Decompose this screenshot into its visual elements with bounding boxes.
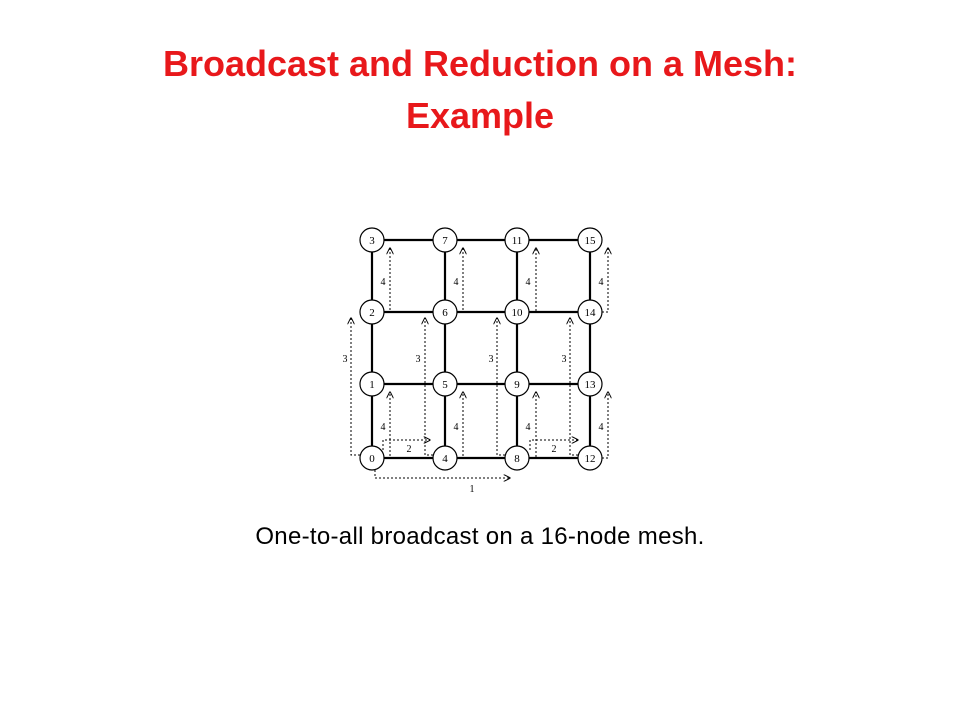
- step-label: 4: [381, 422, 386, 433]
- step4-arrow: [457, 392, 463, 459]
- step2-arrow: [529, 440, 578, 450]
- node-label: 2: [369, 307, 375, 319]
- node-label: 3: [369, 235, 375, 247]
- step-label: 2: [552, 444, 557, 455]
- node-label: 13: [585, 379, 597, 391]
- mesh-node: 14: [577, 299, 603, 325]
- figure-caption: One-to-all broadcast on a 16-node mesh.: [255, 523, 705, 550]
- title-line-2: Example: [405, 95, 555, 136]
- step-label: 4: [526, 422, 531, 433]
- mesh-broadcast-diagram: 1 2 2 3 3 3 3 4 4 4 4 4 4 4 4 3 7 11 15: [343, 227, 630, 495]
- step-label: 1: [470, 484, 475, 495]
- mesh-node: 4: [432, 445, 458, 471]
- node-label: 14: [585, 307, 597, 319]
- step-label: 3: [489, 354, 494, 365]
- mesh-node: 0: [359, 445, 385, 471]
- node-label: 9: [514, 379, 520, 391]
- slide-title: Broadcast and Reduction on a Mesh: Examp…: [0, 38, 960, 142]
- step-label: 4: [381, 277, 386, 288]
- step4-arrow: [602, 392, 608, 459]
- node-label: 1: [369, 379, 375, 391]
- mesh-node: 13: [577, 371, 603, 397]
- mesh-node: 11: [504, 227, 530, 253]
- node-label: 5: [442, 379, 448, 391]
- mesh-node: 12: [577, 445, 603, 471]
- mesh-node: 15: [577, 227, 603, 253]
- mesh-node: 9: [504, 371, 530, 397]
- step3-arrow: [497, 318, 505, 456]
- mesh-node: 10: [504, 299, 530, 325]
- mesh-node: 6: [432, 299, 458, 325]
- step3-arrow: [570, 318, 578, 456]
- node-label: 10: [512, 307, 524, 319]
- step4-arrow: [457, 248, 463, 313]
- step3-arrow: [425, 318, 433, 456]
- mesh-node: 8: [504, 445, 530, 471]
- step4-arrow: [602, 248, 608, 313]
- broadcast-arrows: [351, 248, 608, 478]
- step4-arrow: [384, 248, 390, 313]
- mesh-node: 5: [432, 371, 458, 397]
- step-label: 4: [526, 277, 531, 288]
- step-label: 4: [599, 422, 604, 433]
- node-label: 6: [442, 307, 448, 319]
- mesh-node: 7: [432, 227, 458, 253]
- step1-arrow: [374, 470, 510, 478]
- step-labels: 1 2 2 3 3 3 3 4 4 4 4 4 4 4 4: [343, 277, 604, 495]
- step-label: 4: [599, 277, 604, 288]
- mesh-nodes: 3 7 11 15 2 6 10 14: [359, 227, 603, 471]
- step-label: 2: [407, 444, 412, 455]
- node-label: 8: [514, 453, 520, 465]
- node-label: 15: [585, 235, 597, 247]
- step-label: 3: [416, 354, 421, 365]
- step4-arrow: [384, 392, 390, 459]
- mesh-node: 3: [359, 227, 385, 253]
- step-label: 3: [562, 354, 567, 365]
- step3-arrow: [351, 318, 360, 456]
- title-line-1: Broadcast and Reduction on a Mesh:: [162, 43, 798, 84]
- step-label: 4: [454, 422, 459, 433]
- mesh-node: 2: [359, 299, 385, 325]
- node-label: 12: [585, 453, 596, 465]
- node-label: 4: [442, 453, 448, 465]
- mesh-node: 1: [359, 371, 385, 397]
- node-label: 11: [512, 235, 523, 247]
- mesh-links: [370, 238, 592, 460]
- node-label: 7: [442, 235, 448, 247]
- node-label: 0: [369, 453, 375, 465]
- step4-arrow: [529, 248, 536, 313]
- step-label: 3: [343, 354, 348, 365]
- step2-arrow: [382, 440, 430, 450]
- step-label: 4: [454, 277, 459, 288]
